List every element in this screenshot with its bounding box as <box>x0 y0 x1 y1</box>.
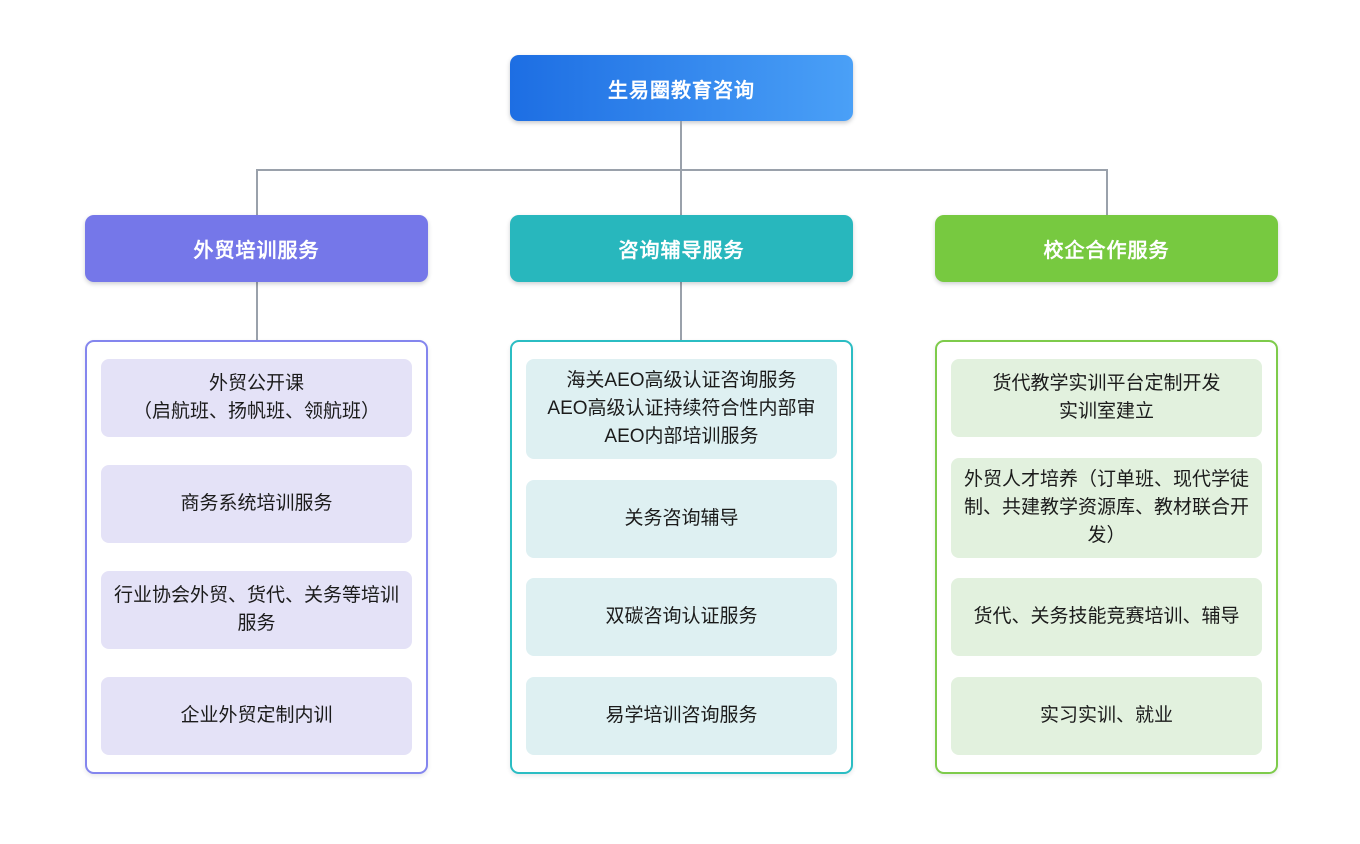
root-node: 生易圈教育咨询 <box>510 55 853 121</box>
leaf-node: 外贸公开课 （启航班、扬帆班、领航班） <box>101 359 412 437</box>
branch-header-label: 外贸培训服务 <box>193 240 320 262</box>
leaf-node: 实习实训、就业 <box>951 676 1262 755</box>
leaf-node: 商务系统培训服务 <box>101 465 412 543</box>
branch-panel-school-enterprise-cooperation: 货代教学实训平台定制开发 实训室建立 外贸人才培养（订单班、现代学徒制、共建教学… <box>935 340 1278 774</box>
connector-root-drop <box>680 121 682 169</box>
branch-header-school-enterprise-cooperation: 校企合作服务 <box>935 215 1278 282</box>
branch-header-foreign-trade-training: 外贸培训服务 <box>85 215 428 282</box>
branch-header-label: 校企合作服务 <box>1043 240 1170 262</box>
connector-branch-drop-1 <box>256 169 258 215</box>
leaf-node: 货代、关务技能竞赛培训、辅导 <box>951 578 1262 657</box>
branch-panel-foreign-trade-training: 外贸公开课 （启航班、扬帆班、领航班） 商务系统培训服务 行业协会外贸、货代、关… <box>85 340 428 774</box>
connector-panel-drop-2 <box>680 282 682 340</box>
connector-panel-drop-1 <box>256 282 258 340</box>
connector-horizontal <box>256 169 1107 171</box>
leaf-node: 行业协会外贸、货代、关务等培训服务 <box>101 571 412 649</box>
connector-branch-drop-2 <box>680 169 682 215</box>
connector-branch-drop-3 <box>1106 169 1108 215</box>
branch-header-label: 咨询辅导服务 <box>618 240 745 262</box>
branch-header-consulting-coaching: 咨询辅导服务 <box>510 215 853 282</box>
leaf-node: 货代教学实训平台定制开发 实训室建立 <box>951 359 1262 437</box>
leaf-node: 企业外贸定制内训 <box>101 677 412 755</box>
root-node-label: 生易圈教育咨询 <box>608 79 755 102</box>
leaf-node: 外贸人才培养（订单班、现代学徒制、共建教学资源库、教材联合开发） <box>951 457 1262 558</box>
leaf-node: 双碳咨询认证服务 <box>526 578 837 657</box>
leaf-node: 易学培训咨询服务 <box>526 676 837 755</box>
branch-panel-consulting-coaching: 海关AEO高级认证咨询服务 AEO高级认证持续符合性内部审 AEO内部培训服务 … <box>510 340 853 774</box>
leaf-node: 关务咨询辅导 <box>526 479 837 558</box>
leaf-node: 海关AEO高级认证咨询服务 AEO高级认证持续符合性内部审 AEO内部培训服务 <box>526 359 837 459</box>
